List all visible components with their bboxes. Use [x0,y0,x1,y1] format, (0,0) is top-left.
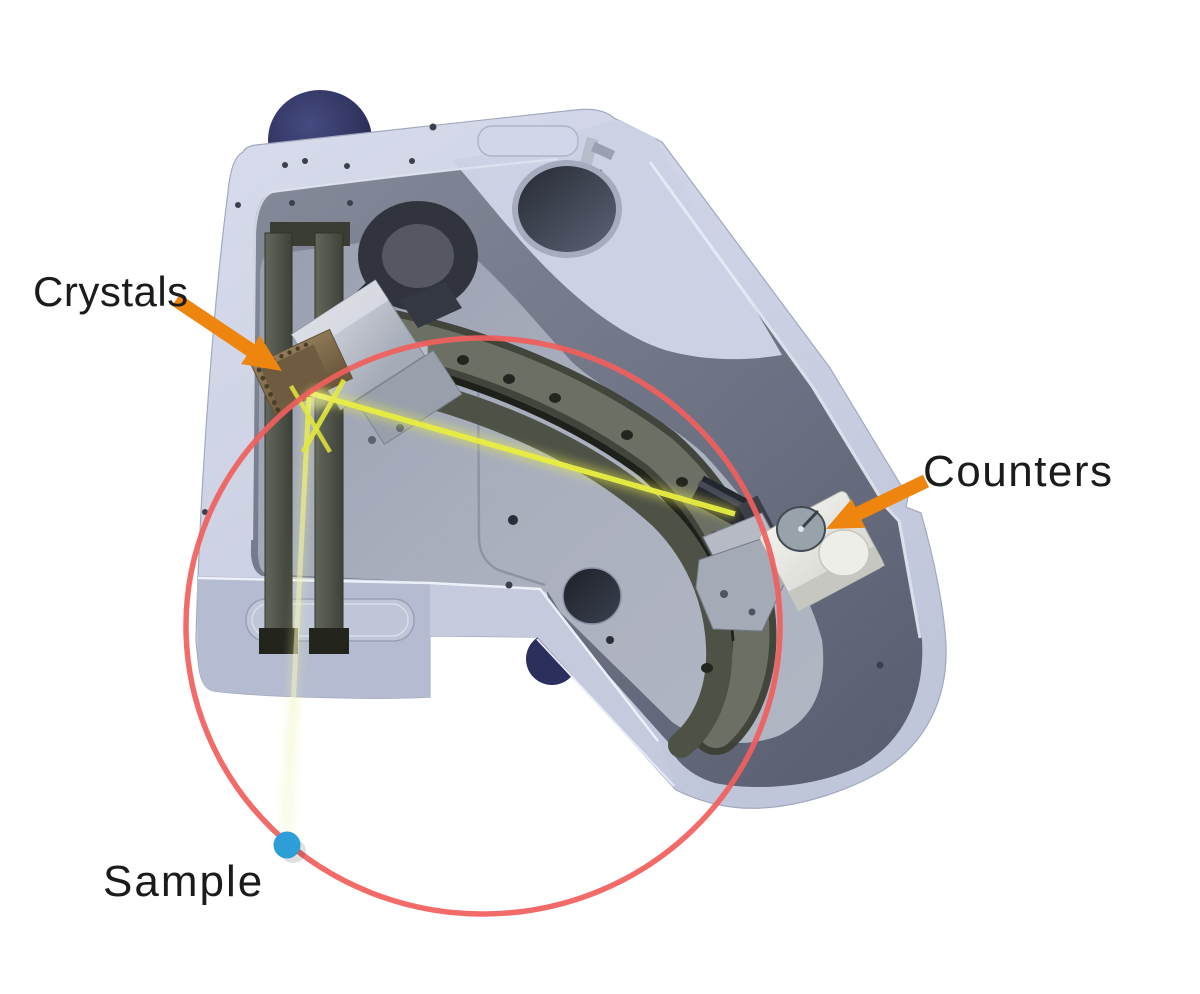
beam-flare-1 [300,378,347,454]
label-counters: Counters [923,447,1114,496]
rim-highlight-top [250,157,559,541]
sample-dot [273,831,301,859]
beam-flare-2 [289,384,332,454]
floor-seam [476,356,546,587]
crystal-assembly [250,279,463,446]
label-crystals: Crystals [33,268,189,315]
label-sample: Sample [103,857,264,906]
screw-holes [202,123,884,669]
beam-crystal-sample [283,396,312,844]
front-face-band [430,582,676,788]
rim-highlight-bottom [197,576,659,742]
rowland-circle [183,335,783,917]
crystals-arrow [172,294,282,371]
rim-highlight-diagonal [536,638,675,787]
port-hole [518,166,616,252]
top-pocket [477,125,579,157]
dial-needle [799,510,819,531]
floor-hole [562,567,622,625]
counter-window [818,529,870,577]
floor-dots [508,515,614,644]
counters-arrow [826,474,929,529]
linear-rails [259,222,350,654]
beam-crystal-counter [309,390,736,517]
xray-beams [280,378,737,844]
